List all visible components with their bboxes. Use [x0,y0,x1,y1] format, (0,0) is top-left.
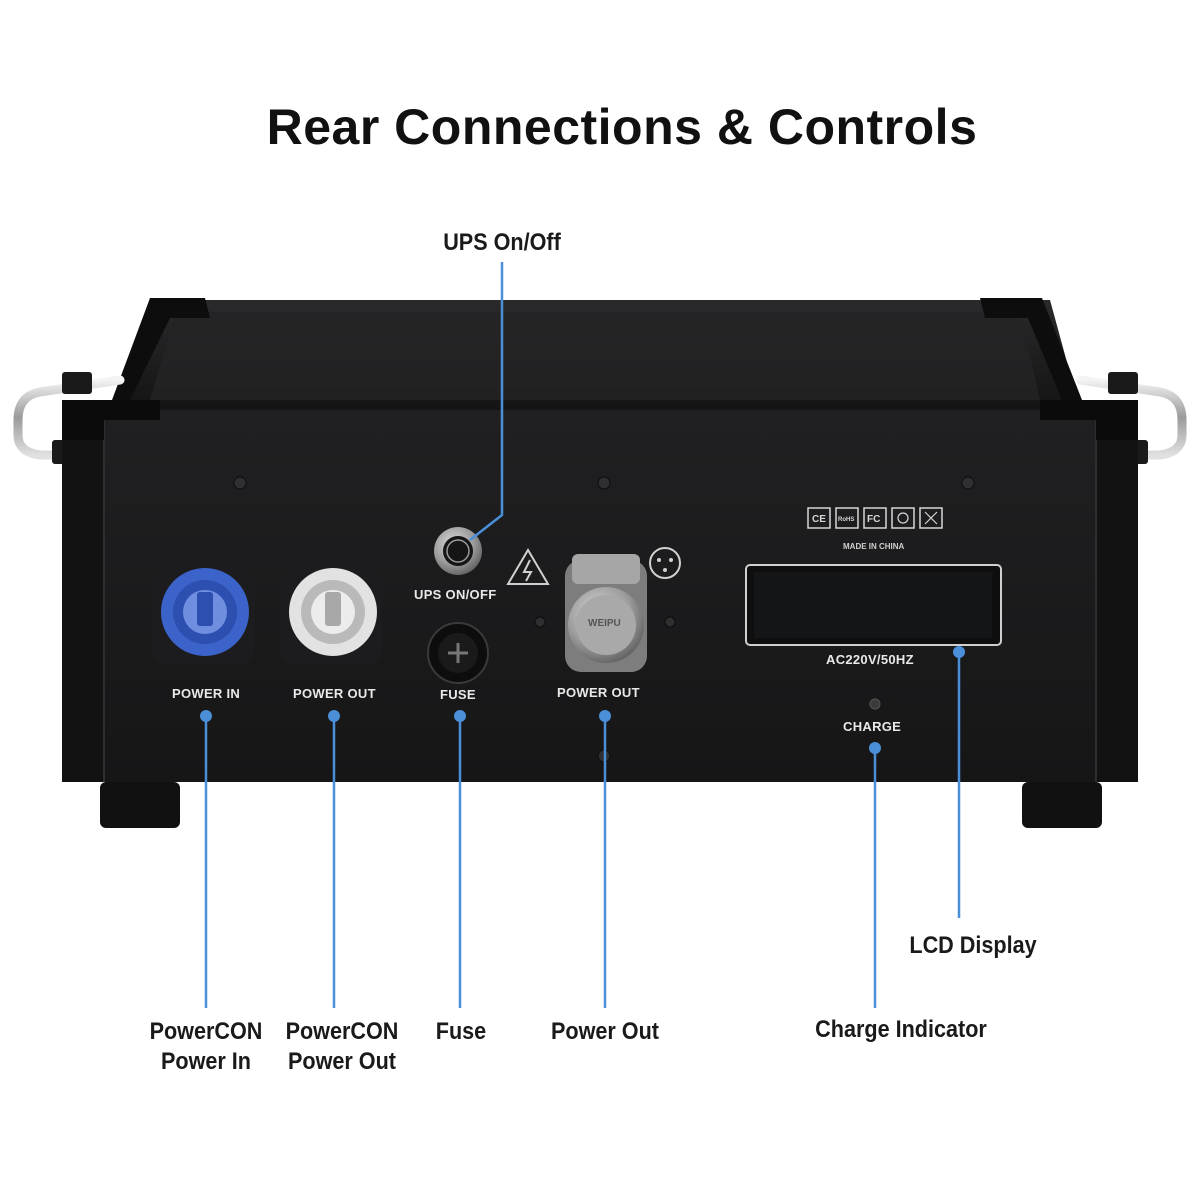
callout-powercon-in-line1: PowerCON [149,1018,263,1045]
powercon-in-connector [152,568,254,664]
svg-text:FC: FC [867,514,880,525]
charge-led [869,698,881,710]
label-power-out-left: POWER OUT [293,686,376,701]
label-connector-brand: WEIPU [588,618,621,629]
recycle-mark-icon [891,507,915,529]
electric-hazard-icon [506,548,550,585]
callout-charge-indicator: Charge Indicator [815,1016,987,1043]
handle-right [1075,372,1187,464]
callout-ups-on-off: UPS On/Off [443,229,561,256]
weipu-power-out-connector [565,554,647,672]
label-power-in: POWER IN [172,686,241,701]
svg-text:CE: CE [812,514,826,525]
callout-lines [204,262,961,1008]
callout-powercon-in-line2: Power In [160,1048,252,1075]
rohs-mark-icon [835,507,859,529]
certification-marks [807,507,943,529]
callout-powercon-power-out: PowerCON Power Out [270,1017,414,1077]
foot-right [1022,782,1102,828]
label-fuse: FUSE [440,687,476,702]
corner-bracket [112,298,210,400]
foot-left [100,782,180,828]
label-power-out-center: POWER OUT [557,685,640,700]
label-ups-on-off: UPS ON/OFF [414,587,497,602]
callout-fuse: Fuse [435,1018,487,1045]
lcd-display-window [745,564,1002,646]
label-charge: CHARGE [843,719,902,734]
callout-power-out: Power Out [550,1018,659,1045]
label-voltage: AC220V/50HZ [826,652,914,667]
svg-text:RoHS: RoHS [838,517,854,523]
callout-lcd-display: LCD Display [909,932,1037,959]
callout-dots [200,646,965,754]
corner-bracket [980,298,1082,400]
callout-powercon-out-line1: PowerCON [285,1018,399,1045]
pin-diagram-icon [649,547,681,579]
page-title: Rear Connections & Controls [266,99,978,155]
ups-switch [434,527,482,575]
callout-powercon-out-line2: Power Out [287,1048,396,1075]
callout-powercon-power-in: PowerCON Power In [134,1017,278,1077]
label-made-in: MADE IN CHINA [843,542,905,551]
fuse-holder [427,622,489,684]
weee-bin-icon [919,507,943,529]
ce-mark-icon [807,507,831,529]
powercon-out-connector [280,568,382,664]
fc-mark-icon [863,507,887,529]
